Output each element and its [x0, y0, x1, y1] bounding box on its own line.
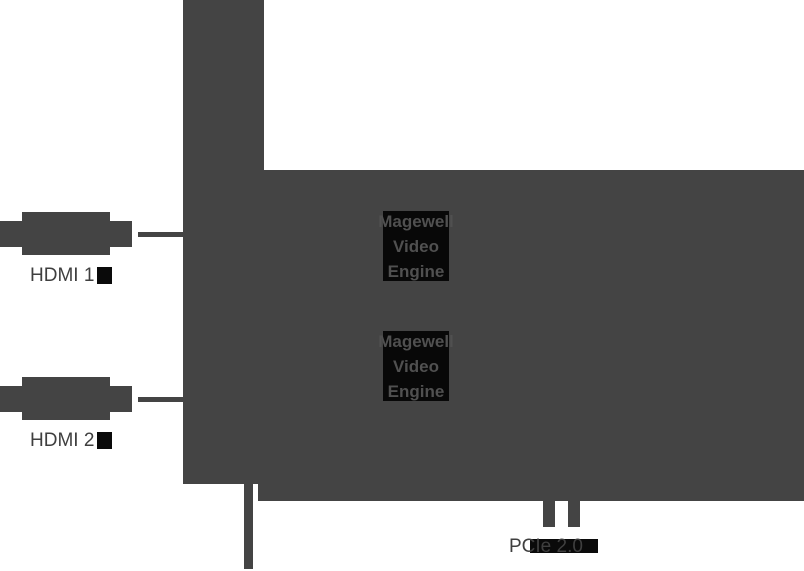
pcie-label-highlight — [530, 539, 598, 553]
video-engine-1-line-3: Engine — [387, 261, 445, 281]
hdmi-1-connector-icon — [0, 221, 132, 247]
video-engine-2-line-2: Video — [393, 356, 439, 376]
board-body — [258, 170, 804, 501]
hdmi-2-label-text: HDMI 2 — [30, 430, 95, 451]
pcie-bus-label: PCIe 2.0 — [509, 537, 583, 556]
hdmi-1-label: HDMI 1 — [30, 266, 94, 285]
hdmi-2-label-highlight — [97, 432, 112, 449]
hdmi-1-link-line — [138, 232, 183, 237]
pcie-bus-label-text: PCIe 2.0 — [509, 536, 583, 557]
pcie-pin-2 — [568, 501, 580, 527]
video-engine-2-line-3: Engine — [387, 381, 445, 401]
board-top-bar — [183, 0, 264, 484]
hdmi-1-connector-icon — [22, 247, 110, 255]
hdmi-2-connector-icon — [22, 412, 110, 420]
hdmi-2-label: HDMI 2 — [30, 431, 94, 450]
board-bottom-stub — [244, 484, 253, 569]
pcie-pin-1 — [543, 501, 555, 527]
video-engine-2-line-1: Magewell — [378, 331, 454, 351]
hdmi-1-connector-icon — [22, 212, 110, 221]
video-engine-1-line-2: Video — [393, 236, 439, 256]
hdmi-1-label-highlight — [97, 267, 112, 284]
hdmi-2-connector-icon — [0, 386, 132, 412]
hdmi-2-connector-icon — [22, 377, 110, 386]
hdmi-2-link-line — [138, 397, 183, 402]
video-engine-1-line-1: Magewell — [378, 211, 454, 231]
hdmi-1-label-text: HDMI 1 — [30, 265, 95, 286]
video-engine-1-chip: Magewell Video Engine — [378, 211, 454, 281]
video-engine-2-chip: Magewell Video Engine — [378, 331, 454, 401]
